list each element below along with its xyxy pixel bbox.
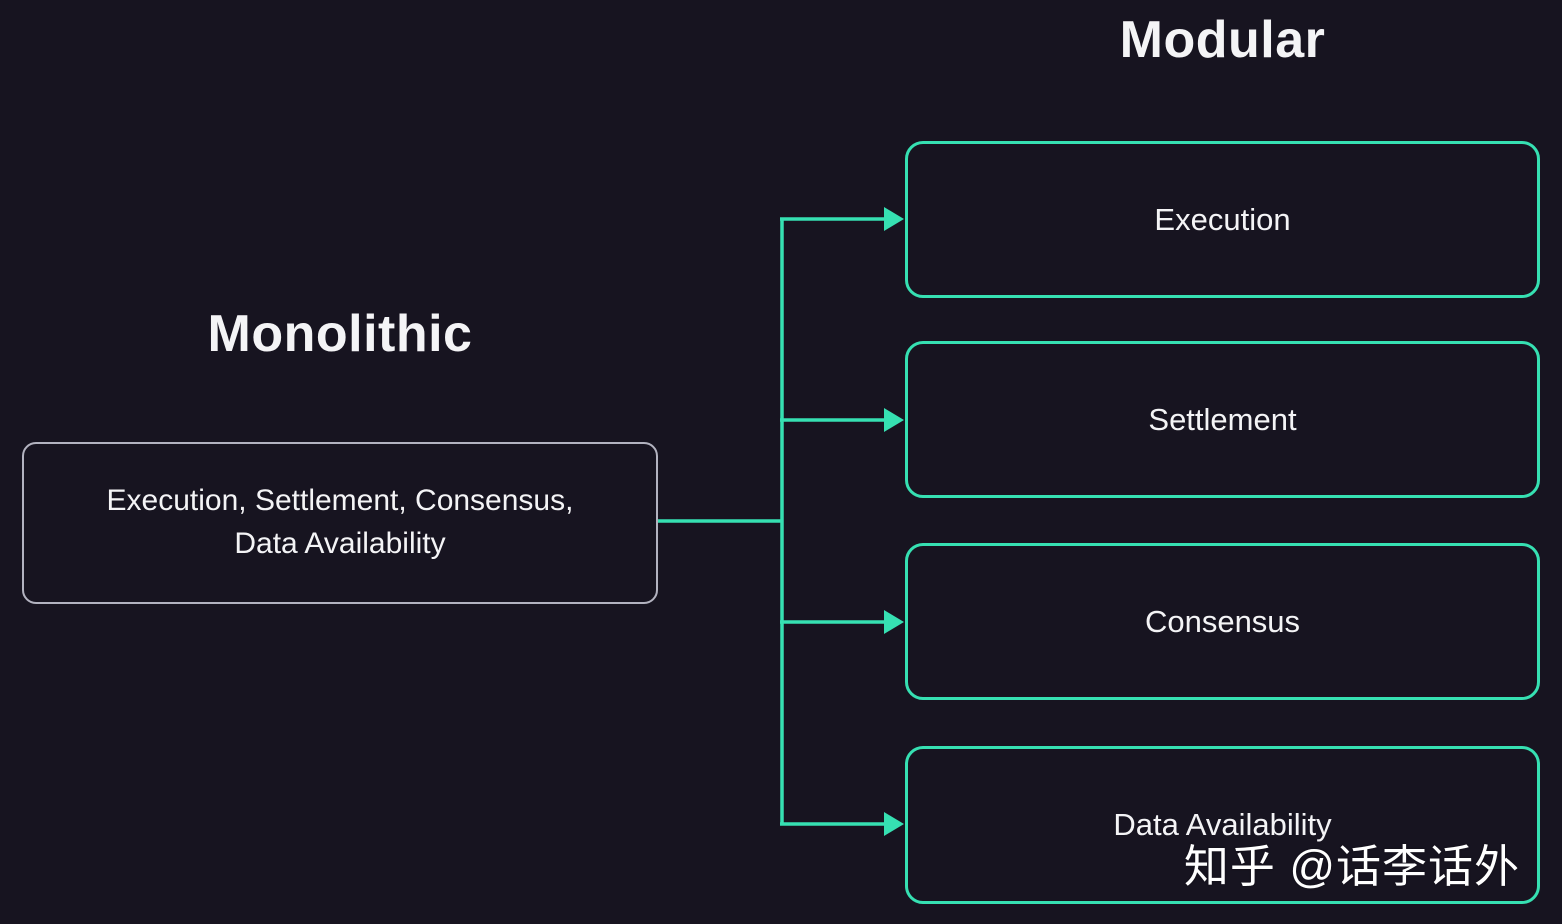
modular-title: Modular (1119, 11, 1326, 69)
arrow-right-icon (884, 812, 904, 836)
watermark: 知乎 @话李话外 (1183, 841, 1520, 892)
modular-box-label: Execution (1154, 201, 1291, 237)
arrow-right-icon (884, 610, 904, 634)
modular-box-execution: Execution (905, 141, 1540, 298)
arrow-right-icon (884, 207, 904, 231)
modular-box-consensus: Consensus (905, 543, 1540, 700)
monolithic-box-label: Execution, Settlement, Consensus, Data A… (106, 484, 574, 560)
monolithic-box: Execution, Settlement, Consensus, Data A… (22, 442, 658, 604)
modular-box-label: Settlement (1148, 401, 1297, 437)
arrow-right-icon (884, 408, 904, 432)
modular-box-label: Consensus (1144, 603, 1301, 639)
modular-box-data-availability: Data Availability (905, 746, 1540, 904)
modular-box-label: Data Availability (1113, 807, 1332, 842)
monolithic-title: Monolithic (207, 305, 473, 363)
modular-box-settlement: Settlement (905, 341, 1540, 498)
